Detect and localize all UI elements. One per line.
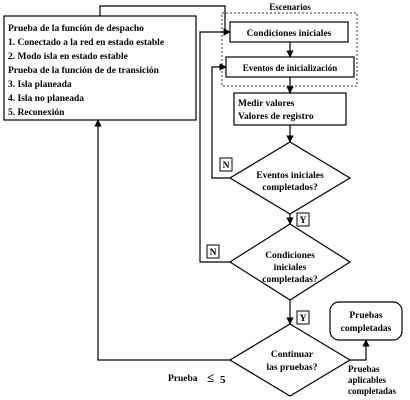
connector-left-to-initial (100, 5, 240, 16)
decision3-line-2: las pruebas? (267, 363, 318, 373)
decision1-line-1: Eventos iniciales (256, 171, 324, 181)
tests-completed-box (329, 301, 403, 341)
left-box-line-4: Prueba de la función de de transición (8, 66, 160, 76)
connector-decision2-no (199, 28, 231, 263)
scenarios-list-box (3, 15, 197, 121)
decision1-line-2: completados? (262, 183, 318, 193)
loop-condition-text: Prueba (168, 374, 198, 384)
loop-condition-symbol: ≤ (207, 370, 214, 385)
loop-condition-value: 5 (220, 374, 226, 386)
decision-continue-tests (228, 323, 352, 397)
scenarios-label: Escenarios (269, 2, 311, 12)
decision-conditions-completed (228, 223, 352, 301)
initial-conditions-text: Condiciones iniciales (247, 29, 332, 39)
decision1-yes-box (296, 212, 310, 227)
applicable-line-2: aplicables (348, 375, 387, 385)
measure-line-2: Valores de registro (238, 112, 314, 122)
measure-line-1: Medir valores (238, 99, 295, 109)
left-box-line-1: Prueba de la función de despacho (8, 24, 144, 34)
decision2-line-1: Condiciones (265, 251, 315, 261)
measure-box (233, 92, 347, 126)
left-box-line-5: 3. Isla planeada (8, 80, 72, 90)
decision1-no-label: N (223, 161, 230, 171)
connector-decision1-no (211, 63, 230, 179)
decision3-line-1: Continuar (271, 350, 314, 360)
decision1-yes-label: Y (300, 216, 307, 226)
tests-completed-line-1: Pruebas (349, 311, 383, 321)
init-events-text: Eventos de inicialización (243, 63, 338, 73)
decision1-no-box (219, 157, 233, 172)
left-box-line-3: 2. Modo isla en estado estable (8, 52, 128, 62)
decision2-yes-box (296, 310, 310, 325)
decision2-yes-label: Y (300, 314, 307, 324)
applicable-line-1: Pruebas (348, 364, 380, 374)
decision2-line-3: completadas? (262, 275, 318, 285)
decision2-line-2: iniciales (274, 263, 307, 273)
connector-decision3-loop (94, 119, 230, 361)
left-box-line-2: 1. Conectado a la red en estado estable (8, 38, 164, 48)
applicable-line-3: completadas (348, 386, 396, 396)
decision2-no-box (206, 244, 220, 259)
connector-decision3-done (350, 339, 370, 361)
tests-completed-line-2: completadas (341, 324, 392, 334)
decision2-no-label: N (210, 248, 217, 258)
left-box-line-7: 5. Reconexión (8, 108, 65, 118)
left-box-line-6: 4. Isla no planeada (8, 94, 84, 104)
